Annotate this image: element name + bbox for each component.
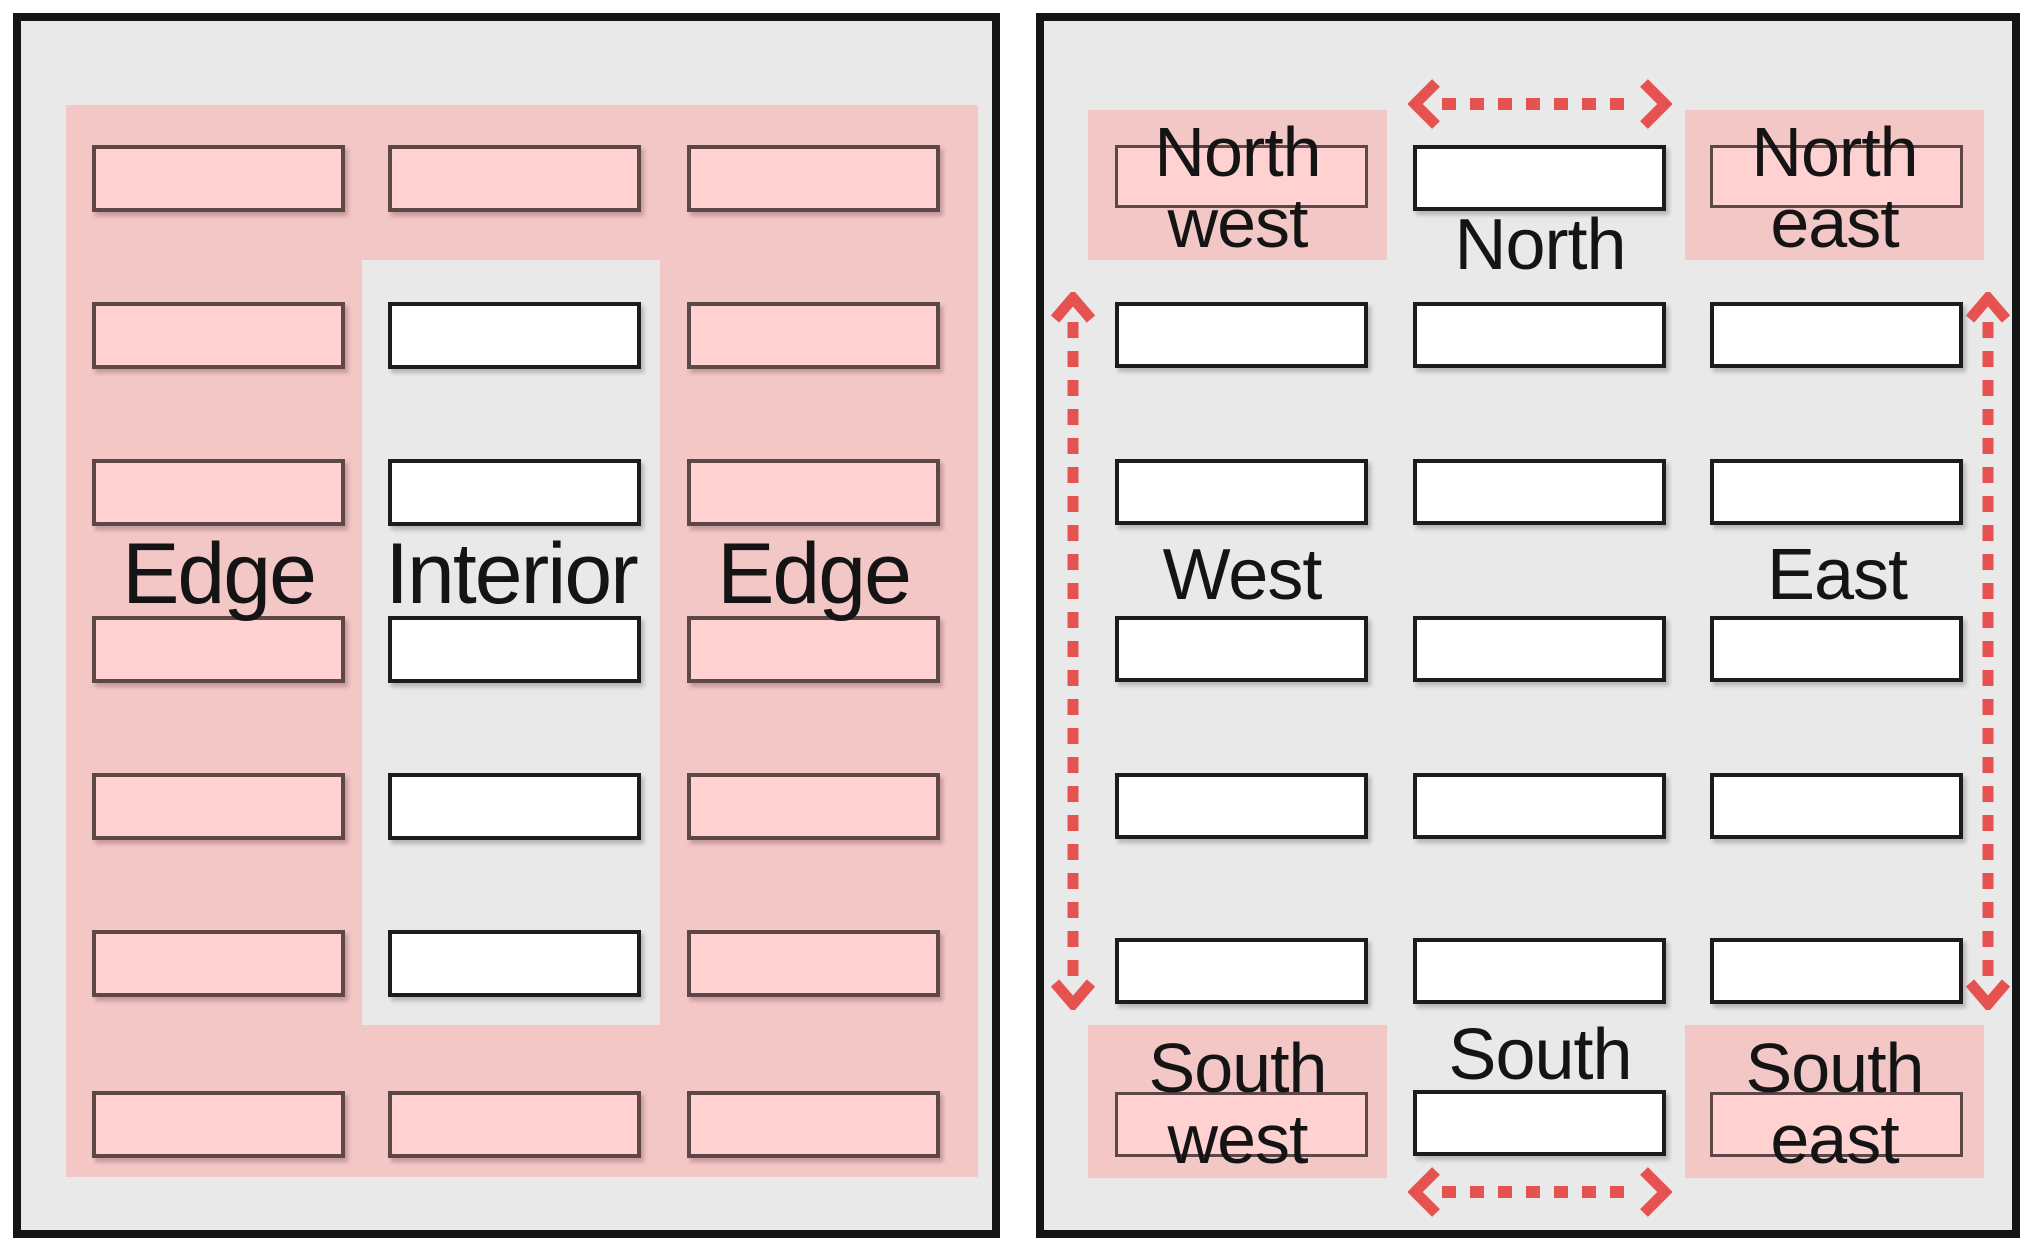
edge-box: [687, 1091, 940, 1158]
interior-label: Interior: [385, 526, 639, 622]
interior-box: [1710, 616, 1963, 682]
edge-box: [687, 930, 940, 997]
interior-box: [1115, 938, 1368, 1004]
northwest-label-line2: west: [1167, 184, 1309, 262]
interior-box: [388, 930, 641, 997]
edge-box: [92, 145, 345, 212]
interior-box: [388, 773, 641, 840]
southwest-box: [1115, 1092, 1368, 1157]
interior-box: [1710, 938, 1963, 1004]
edge-box: [388, 145, 641, 212]
northwest-box: [1115, 145, 1368, 208]
edge-box: [92, 616, 345, 683]
edge-box: [687, 145, 940, 212]
interior-box: [1413, 302, 1666, 368]
north-label: North: [1454, 205, 1626, 285]
northwest-label-line1: North: [1154, 113, 1321, 191]
edge-label-left: Edge: [122, 526, 317, 622]
edge-interior-panel: Edge Interior Edge: [13, 13, 1000, 1238]
vertical-double-arrow-icon: [1051, 292, 1095, 1010]
interior-box: [1413, 616, 1666, 682]
compass-directions-panel: North west North east South west South e…: [1036, 13, 2020, 1238]
edge-label-right: Edge: [717, 526, 912, 622]
south-label: South: [1448, 1015, 1632, 1095]
interior-box: [1413, 938, 1666, 1004]
interior-box: [1115, 773, 1368, 839]
edge-box: [92, 302, 345, 369]
edge-box: [92, 1091, 345, 1158]
interior-box: [1115, 459, 1368, 525]
east-label: East: [1766, 535, 1908, 615]
southeast-label-line1: South: [1745, 1028, 1925, 1107]
northeast-box: [1710, 145, 1963, 208]
edge-box: [92, 773, 345, 840]
interior-box: [1115, 302, 1368, 368]
interior-box: [1710, 773, 1963, 839]
north-box: [1413, 145, 1666, 211]
horizontal-double-arrow-icon: [1408, 1166, 1672, 1218]
vertical-double-arrow-icon: [1966, 292, 2010, 1010]
northeast-label-line1: North: [1751, 113, 1918, 191]
southeast-box: [1710, 1092, 1963, 1157]
interior-box: [1710, 302, 1963, 368]
interior-box: [1710, 459, 1963, 525]
southwest-label-line1: South: [1148, 1028, 1328, 1107]
edge-box: [687, 616, 940, 683]
northeast-label-line2: east: [1770, 184, 1899, 262]
interior-box: [1413, 459, 1666, 525]
southeast-label: South east: [1685, 1027, 1984, 1180]
horizontal-double-arrow-icon: [1408, 78, 1672, 130]
southwest-label-line2: west: [1167, 1099, 1309, 1178]
edge-box: [687, 459, 940, 526]
southeast-label-line2: east: [1770, 1099, 1899, 1178]
edge-box: [687, 302, 940, 369]
interior-box: [388, 302, 641, 369]
northwest-label: North west: [1088, 113, 1387, 263]
interior-box: [388, 616, 641, 683]
edge-box: [92, 459, 345, 526]
interior-box: [1115, 616, 1368, 682]
southwest-label: South west: [1088, 1027, 1387, 1180]
south-box: [1413, 1090, 1666, 1156]
edge-box: [687, 773, 940, 840]
interior-box: [1413, 773, 1666, 839]
northeast-label: North east: [1685, 113, 1984, 263]
edge-box: [388, 1091, 641, 1158]
west-label: West: [1162, 535, 1323, 615]
interior-box: [388, 459, 641, 526]
edge-box: [92, 930, 345, 997]
